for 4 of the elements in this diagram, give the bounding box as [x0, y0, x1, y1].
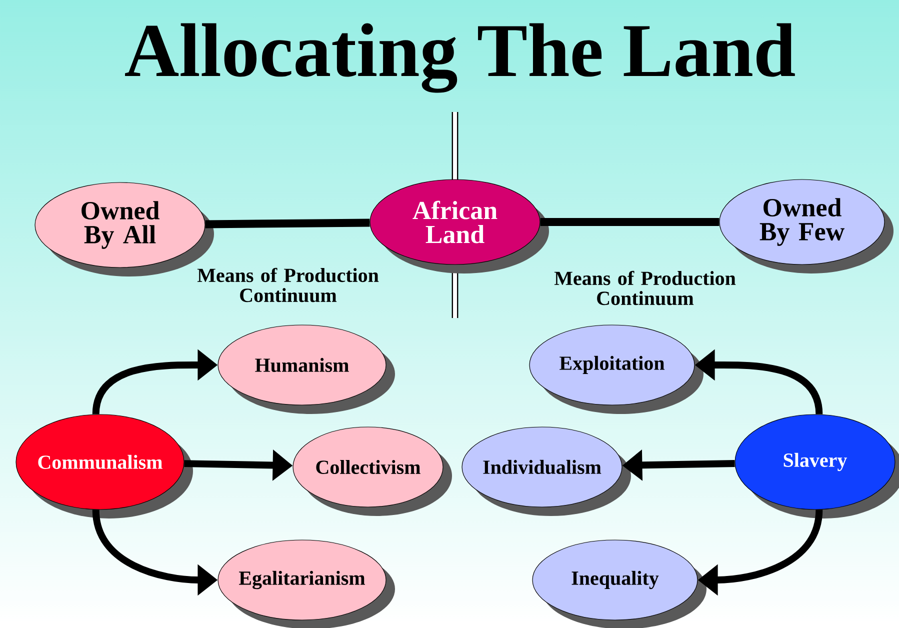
title: Allocating The Land	[125, 23, 795, 93]
edge-label: Means of Production Continuum	[554, 270, 736, 306]
connector-line	[205, 218, 370, 228]
connector-line	[540, 218, 720, 226]
